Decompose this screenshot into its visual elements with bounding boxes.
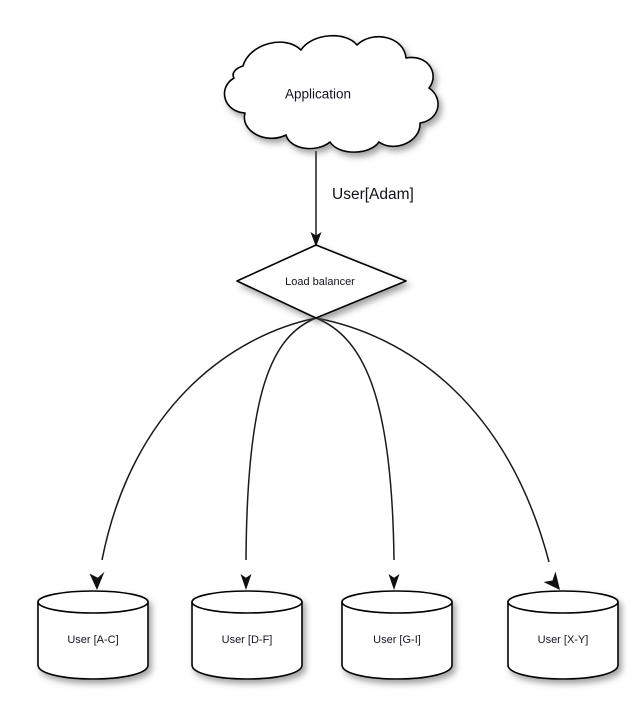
- edge-lb-to-shard-df: [240, 317, 317, 590]
- arrow-head-app-to-lb: [310, 232, 322, 247]
- edge-lb-to-shard-ac: [89, 317, 317, 590]
- cylinder-top-df: [191, 590, 303, 614]
- arrow-head-lb-to-gi: [388, 574, 400, 590]
- node-shard-xy[interactable]: User [X-Y]: [507, 590, 619, 680]
- diamond-shape: [236, 244, 407, 319]
- cylinder-label-ac: User [A-C]: [67, 634, 118, 646]
- cylinder-label-df: User [D-F]: [222, 634, 273, 646]
- diamond-label-load-balancer: Load balancer: [285, 276, 355, 288]
- edge-app-to-load-balancer: User[Adam]: [310, 151, 414, 247]
- arrow-head-lb-to-xy: [543, 571, 560, 590]
- arrow-head-lb-to-ac: [89, 571, 105, 590]
- node-shard-df[interactable]: User [D-F]: [191, 590, 303, 680]
- node-shard-ac[interactable]: User [A-C]: [37, 590, 149, 680]
- cloud-label-application: Application: [285, 87, 351, 102]
- node-load-balancer[interactable]: Load balancer: [236, 244, 407, 319]
- cylinder-body-gi: [341, 601, 453, 680]
- edge-line-lb-to-df: [245, 317, 317, 561]
- edge-line-lb-to-ac: [101, 317, 317, 561]
- cloud-shape: [223, 34, 439, 153]
- cylinder-label-xy: User [X-Y]: [538, 634, 589, 646]
- node-shard-gi[interactable]: User [G-I]: [341, 590, 453, 680]
- cylinder-body-xy: [507, 601, 619, 680]
- edge-line-lb-to-gi: [315, 317, 395, 561]
- edge-lb-to-shard-xy: [315, 317, 560, 590]
- arrow-head-lb-to-df: [240, 574, 252, 590]
- cylinder-label-gi: User [G-I]: [373, 634, 421, 646]
- cylinder-top-xy: [507, 590, 619, 614]
- cylinder-top-ac: [37, 590, 149, 614]
- node-application[interactable]: Application: [223, 34, 439, 153]
- cylinder-body-df: [191, 601, 303, 680]
- edge-lb-to-shard-gi: [315, 317, 400, 590]
- cylinder-body-ac: [37, 601, 149, 680]
- edge-line-lb-to-xy: [315, 317, 550, 563]
- cylinder-top-gi: [341, 590, 453, 614]
- edge-label-user-adam: User[Adam]: [332, 186, 414, 203]
